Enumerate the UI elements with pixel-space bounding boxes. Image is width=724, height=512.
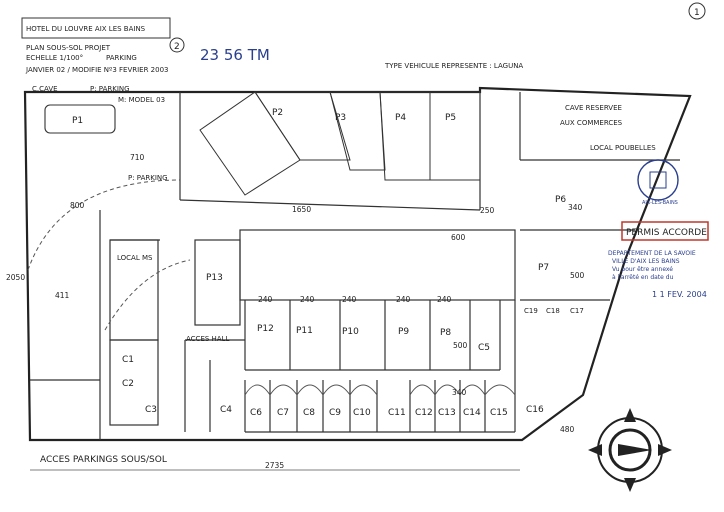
page-number-circle bbox=[688, 2, 706, 20]
sheet-circle-number: 2 bbox=[174, 42, 180, 52]
scribble: 23 56 TM bbox=[200, 46, 270, 64]
spot-p2: P2 bbox=[272, 108, 283, 118]
dim-240b: 240 bbox=[300, 295, 315, 304]
cave-c19: C19 bbox=[524, 307, 538, 315]
dim-600: 600 bbox=[451, 233, 466, 242]
spot-p10: P10 bbox=[342, 327, 359, 337]
cave-c4: C4 bbox=[220, 405, 232, 415]
label-acces-hall: ACCES HALL bbox=[186, 335, 229, 343]
label-local-poubelles: LOCAL POUBELLES bbox=[590, 144, 656, 152]
outer-walls bbox=[23, 86, 692, 442]
ramp-curve-2 bbox=[104, 259, 191, 331]
dim-240a: 240 bbox=[258, 295, 273, 304]
spot-p3: P3 bbox=[335, 113, 346, 123]
dim-480: 480 bbox=[560, 425, 575, 434]
stamp-department: DEPARTEMENT DE LA SAVOIE VILLE D'AIX LES… bbox=[608, 250, 707, 299]
cave-c8: C8 bbox=[303, 408, 315, 418]
svg-text:VILLE D'AIX LES BAINS: VILLE D'AIX LES BAINS bbox=[612, 258, 680, 265]
dim-500a: 500 bbox=[453, 341, 468, 350]
label-p-parking-2: P: PARKING bbox=[128, 174, 168, 182]
spot-p6: P6 bbox=[555, 195, 566, 205]
header-line2: PLAN SOUS-SOL PROJET bbox=[26, 44, 111, 52]
svg-text:AIX-LES-BAINS: AIX-LES-BAINS bbox=[642, 200, 678, 206]
cave-c10: C10 bbox=[353, 408, 371, 418]
dim-240d: 240 bbox=[396, 295, 411, 304]
dim-710: 710 bbox=[130, 153, 145, 162]
dim-800: 800 bbox=[70, 201, 85, 210]
cave-c13: C13 bbox=[438, 408, 456, 418]
city-seal: AIX-LES-BAINS bbox=[637, 159, 679, 206]
cave-c18: C18 bbox=[546, 307, 560, 315]
svg-text:Vu pour être annexé: Vu pour être annexé bbox=[612, 266, 673, 273]
cave-c16: C16 bbox=[526, 405, 544, 415]
cave-c5: C5 bbox=[478, 343, 490, 353]
cave-c9: C9 bbox=[329, 408, 341, 418]
ramp-curve bbox=[27, 179, 181, 271]
cave-c2: C2 bbox=[122, 379, 134, 389]
dim-2050: 2050 bbox=[6, 273, 25, 282]
car-p1 bbox=[44, 104, 116, 134]
cave-c12: C12 bbox=[415, 408, 433, 418]
dim-340b: 340 bbox=[452, 388, 467, 397]
svg-text:à l'arrêté en date du: à l'arrêté en date du bbox=[612, 274, 674, 281]
label-acces-parking: ACCES PARKINGS SOUS/SOL bbox=[40, 455, 167, 465]
sheet-circle bbox=[169, 37, 185, 53]
dim-500b: 500 bbox=[570, 271, 585, 280]
header-line5: JANVIER 02 / MODIFIE Nº3 FEVRIER 2003 bbox=[25, 66, 169, 74]
cave-c15: C15 bbox=[490, 408, 508, 418]
cave-c3: C3 bbox=[145, 405, 157, 415]
bay-arches bbox=[244, 384, 516, 396]
spot-p12: P12 bbox=[257, 324, 274, 334]
cave-c6: C6 bbox=[250, 408, 262, 418]
spot-p13: P13 bbox=[206, 273, 223, 283]
page-number: 1 bbox=[694, 8, 700, 18]
header-line3: ECHELLE 1/100° bbox=[26, 54, 83, 62]
dim-240e: 240 bbox=[437, 295, 452, 304]
dim-340: 340 bbox=[568, 203, 583, 212]
compass-rose bbox=[588, 408, 672, 492]
cave-c14: C14 bbox=[463, 408, 481, 418]
label-m-model: M: MODEL 03 bbox=[118, 96, 165, 104]
cave-c1: C1 bbox=[122, 355, 134, 365]
cave-c17: C17 bbox=[570, 307, 584, 315]
header-box bbox=[21, 17, 171, 39]
vehicle-note: TYPE VEHICULE REPRESENTE : LAGUNA bbox=[384, 62, 523, 70]
header-line4: PARKING bbox=[106, 54, 137, 62]
spot-p4: P4 bbox=[395, 113, 406, 123]
dim-1650: 1650 bbox=[292, 205, 311, 214]
angled-spots bbox=[199, 91, 481, 196]
label-cave-reservee: CAVE RESERVEE bbox=[565, 104, 622, 112]
cave-c11: C11 bbox=[388, 408, 406, 418]
dim-240c: 240 bbox=[342, 295, 357, 304]
svg-text:DEPARTEMENT DE LA SAVOIE: DEPARTEMENT DE LA SAVOIE bbox=[608, 250, 696, 257]
label-p-parking: P: PARKING bbox=[90, 85, 130, 93]
spot-p5: P5 bbox=[445, 113, 456, 123]
label-cave: C.CAVE bbox=[32, 85, 58, 93]
header-line1: HOTEL DU LOUVRE AIX LES BAINS bbox=[26, 25, 146, 33]
spot-p1: P1 bbox=[72, 116, 83, 126]
dim-2735: 2735 bbox=[265, 461, 284, 470]
label-local-ms: LOCAL MS bbox=[117, 254, 153, 262]
spot-p11: P11 bbox=[296, 326, 313, 336]
stamp-permis: PERMIS ACCORDE bbox=[621, 221, 709, 241]
spot-p9: P9 bbox=[398, 327, 409, 337]
spot-p8: P8 bbox=[440, 328, 451, 338]
cave-c7: C7 bbox=[277, 408, 289, 418]
dim-250: 250 bbox=[480, 206, 495, 215]
spot-p7: P7 bbox=[538, 263, 549, 273]
label-aux-commerces: AUX COMMERCES bbox=[560, 119, 623, 127]
dim-411: 411 bbox=[55, 291, 70, 300]
svg-text:1 1 FEV. 2004: 1 1 FEV. 2004 bbox=[652, 290, 707, 299]
svg-text:PERMIS ACCORDE: PERMIS ACCORDE bbox=[626, 228, 707, 238]
